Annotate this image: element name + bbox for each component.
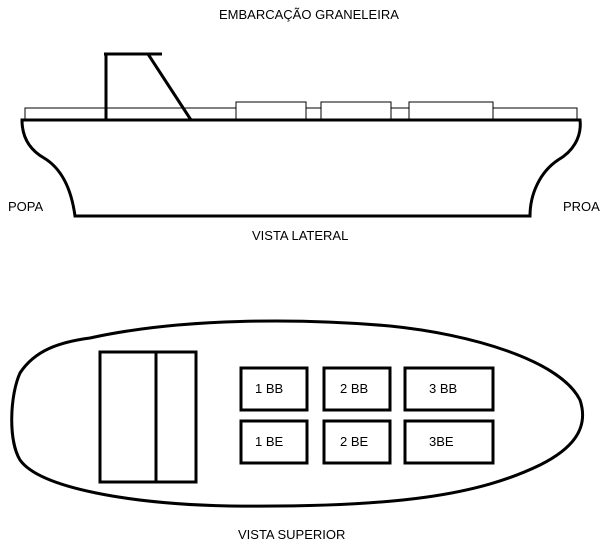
side-view-label: VISTA LATERAL xyxy=(252,228,349,243)
superstructure xyxy=(104,52,193,121)
hold-1-bb xyxy=(239,366,309,412)
hold-labels: 1 BB 2 BB 3 BB 1 BE 2 BE 3BE xyxy=(255,381,457,449)
bow-label: PROA xyxy=(563,199,600,214)
hold-label-3-be: 3BE xyxy=(429,434,454,449)
hatch-cover-3 xyxy=(408,101,494,120)
hatch-cover-2 xyxy=(320,101,392,120)
hold-label-2-bb: 2 BB xyxy=(340,381,368,396)
hold-3-bb xyxy=(403,366,495,412)
side-view xyxy=(20,52,582,218)
accommodation-block xyxy=(98,350,198,484)
hatch-cover-1 xyxy=(235,101,307,120)
hold-3-be xyxy=(403,419,495,465)
hold-2-be xyxy=(322,419,392,465)
hull xyxy=(20,118,582,218)
top-view xyxy=(10,319,585,508)
hold-label-2-be: 2 BE xyxy=(340,434,369,449)
deck-outline xyxy=(10,319,585,508)
hold-label-3-bb: 3 BB xyxy=(429,381,457,396)
hold-2-bb xyxy=(322,366,392,412)
hold-1-be xyxy=(239,419,309,465)
top-view-label: VISTA SUPERIOR xyxy=(238,527,346,542)
stern-label: POPA xyxy=(8,199,44,214)
hold-label-1-bb: 1 BB xyxy=(255,381,283,396)
hold-label-1-be: 1 BE xyxy=(255,434,284,449)
diagram-title: EMBARCAÇÃO GRANELEIRA xyxy=(219,7,399,22)
